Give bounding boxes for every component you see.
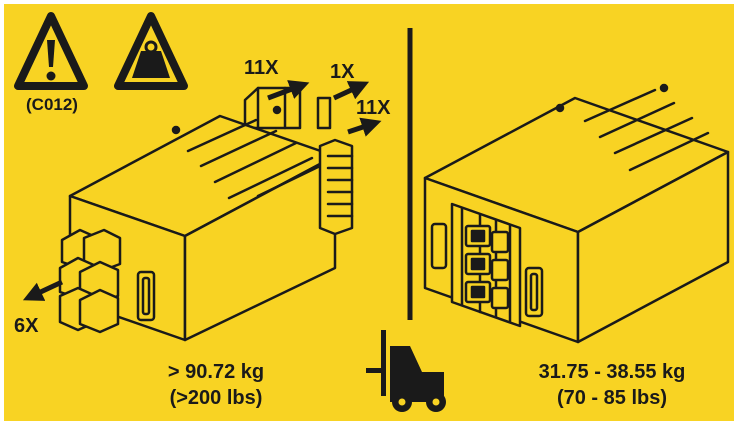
arrow-top-module — [332, 81, 370, 101]
caution-code: (C012) — [26, 95, 78, 114]
label-side-modules-qty: 11X — [356, 97, 391, 119]
label-front-modules-qty: 6X — [14, 315, 39, 337]
left-system-drawing — [58, 86, 354, 342]
label-top-module-qty: 1X — [330, 61, 355, 83]
left-weight-lbs: (>200 lbs) — [169, 387, 263, 409]
right-weight-lbs: (70 - 85 lbs) — [556, 387, 668, 409]
warning-triangle-icon — [14, 12, 88, 90]
weight-icon — [114, 12, 188, 90]
arrow-front-modules — [22, 279, 64, 301]
arrow-rear-modules — [267, 80, 310, 101]
label-rear-modules-qty: 11X — [244, 57, 279, 79]
forklift-icon — [366, 330, 446, 412]
right-weight-kg: 31.75 - 38.55 kg — [538, 361, 686, 383]
arrow-side-modules — [347, 117, 382, 137]
left-weight-kg: > 90.72 kg — [167, 361, 265, 383]
right-system-drawing — [423, 83, 730, 344]
